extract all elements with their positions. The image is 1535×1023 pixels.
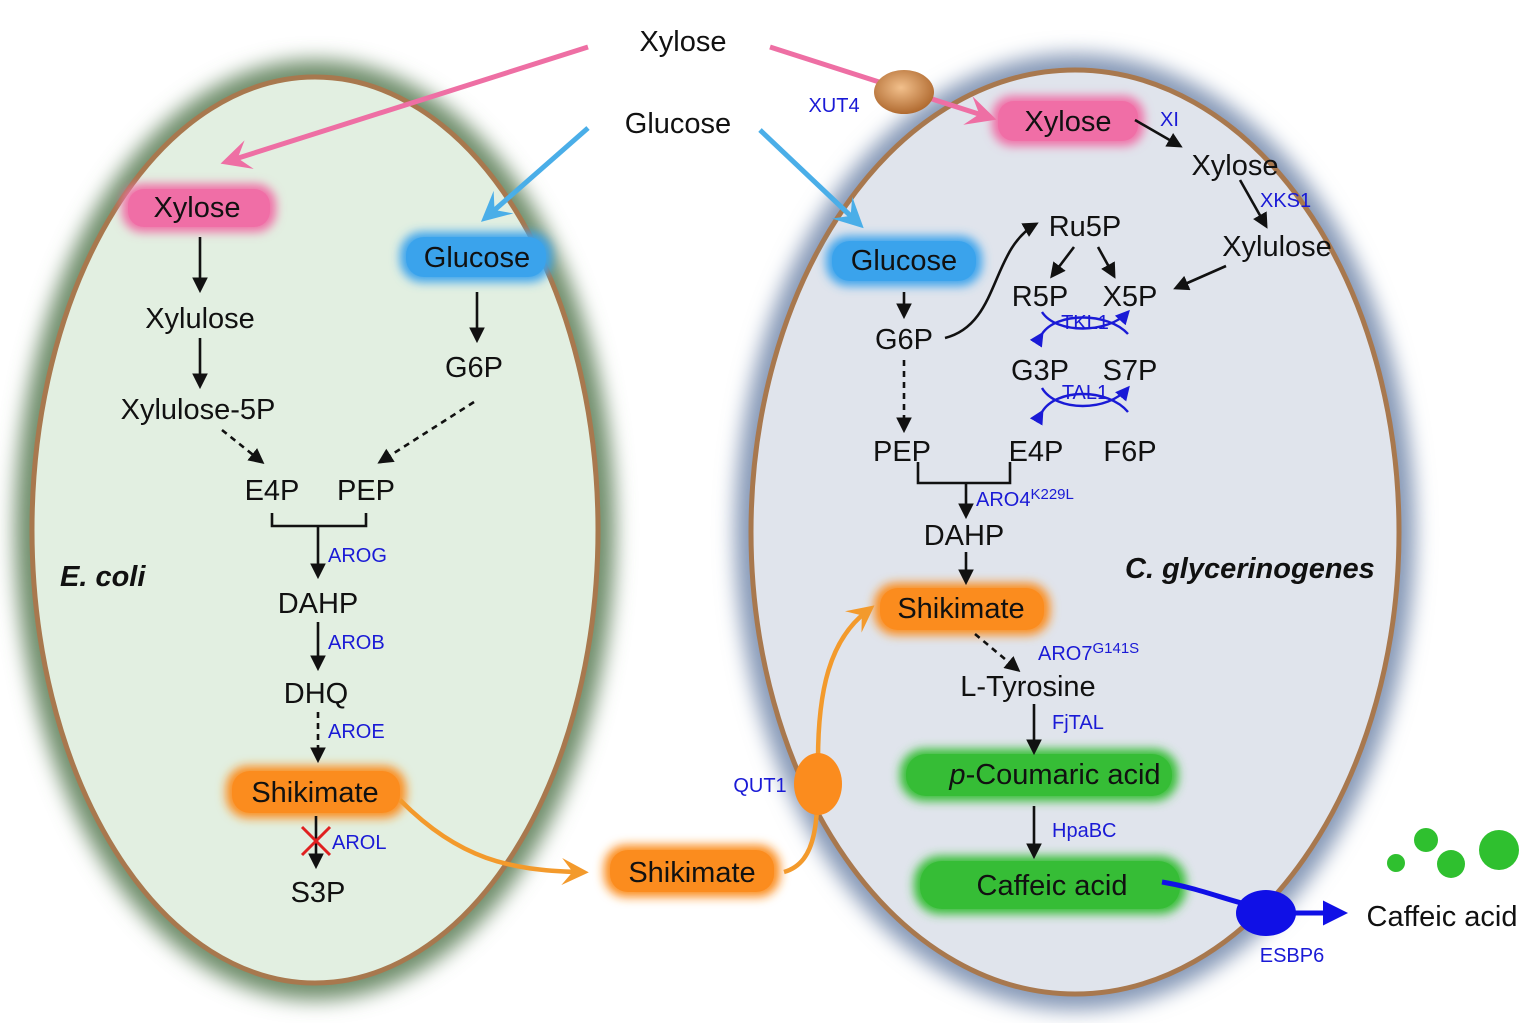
ecoli-dahp-label: DAHP <box>278 588 359 620</box>
ecoli-cell <box>15 60 615 1000</box>
esbp6-transporter-label: ESBP6 <box>1260 945 1324 967</box>
yeast-glucose-pill <box>826 236 982 286</box>
yeast-caffeic-acid-label: Caffeic acid <box>977 870 1128 902</box>
yeast-xylose-pill-label: Xylose <box>1024 106 1111 138</box>
tal1-enzyme-label: TAL1 <box>1062 382 1108 404</box>
yeast-glucose-label: Glucose <box>851 245 957 277</box>
ecoli-xylulose-label: Xylulose <box>145 303 255 335</box>
arob-enzyme-label: AROB <box>328 632 385 654</box>
aro7-enzyme-label: ARO7G141S <box>1038 640 1139 665</box>
xylose-to-yeast-arrow <box>769 44 997 125</box>
xks1-enzyme-label: XKS1 <box>1260 190 1311 212</box>
caffeic-pill <box>914 856 1186 914</box>
yeast-shikimate-label: Shikimate <box>897 593 1024 625</box>
glucose-to-yeast-arrow <box>758 128 864 229</box>
top-labels: Xylose Glucose <box>625 26 731 140</box>
xut4-transporter-label: XUT4 <box>808 95 859 117</box>
aro4-mutation: K229L <box>1030 486 1073 503</box>
ecoli-glucose-label: Glucose <box>424 242 530 274</box>
yeast-pathway-arrows <box>896 118 1268 860</box>
aro4-enzyme-label: ARO4K229L <box>976 486 1074 511</box>
shikimate-export-arrow <box>398 798 589 886</box>
ecoli-labels: Xylose Glucose Xylulose G6P Xylulose-5P … <box>60 192 530 909</box>
aro7-name: ARO7 <box>1038 643 1092 665</box>
yeast-pep-label: PEP <box>873 436 931 468</box>
ecoli-glucose-pill <box>400 232 552 282</box>
yeast-g6p-label: G6P <box>875 324 933 356</box>
exchange-shikimate-pill <box>604 845 780 897</box>
r5p-label: R5P <box>1012 281 1068 313</box>
g3p-label: G3P <box>1011 355 1069 387</box>
ecoli-dhq-label: DHQ <box>284 678 348 710</box>
arog-enzyme-label: AROG <box>328 545 387 567</box>
ecoli-membrane <box>29 74 601 986</box>
yeast-labels: XUT4 Xylose XI Xylose XKS1 Ru5P Xylulose… <box>733 95 1374 967</box>
tkl1-enzyme-label: TKL1 <box>1061 312 1109 334</box>
yeast-shikimate-pill <box>874 583 1050 635</box>
xylose-to-ecoli-arrow <box>220 44 589 169</box>
ecoli-organism-label: E. coli <box>60 561 146 593</box>
ecoli-shikimate-pill <box>226 766 406 818</box>
xi-enzyme-label: XI <box>1160 109 1179 131</box>
yeast-organism-label: C. glycerinogenes <box>1125 553 1375 585</box>
exchange-shikimate-label: Shikimate <box>628 857 755 889</box>
yeast-dahp-label: DAHP <box>924 520 1005 552</box>
pcoumaric-pill <box>900 749 1178 801</box>
qut1-transporter-icon <box>794 753 842 815</box>
f6p-label: F6P <box>1103 436 1156 468</box>
ecoli-pathway-arrows <box>192 237 485 870</box>
top-xylose-label: Xylose <box>639 26 726 58</box>
x5p-label: X5P <box>1103 281 1158 313</box>
yeast-xylulose-label: Xylulose <box>1222 231 1332 263</box>
aro7-mutation: G141S <box>1092 640 1139 657</box>
ecoli-g6p-label: G6P <box>445 352 503 384</box>
arol-enzyme-label: AROL <box>332 832 386 854</box>
pcoumaric-acid-label: p-Coumaric acid <box>948 759 1160 791</box>
ru5p-label: Ru5P <box>1049 211 1122 243</box>
yeast-xylose-pill <box>992 96 1144 146</box>
yeast-xylose-label: Xylose <box>1191 150 1278 182</box>
extracellular-caffeic-acid-label: Caffeic acid <box>1367 901 1518 933</box>
ecoli-xylose-pill <box>122 184 276 232</box>
aro4-name: ARO4 <box>976 489 1030 511</box>
ecoli-e4p-label: E4P <box>245 475 300 507</box>
esbp6-transporter-icon <box>1236 890 1296 936</box>
ecoli-pep-label: PEP <box>337 475 395 507</box>
ecoli-xylose-label: Xylose <box>153 192 240 224</box>
ecoli-xylulose5p-label: Xylulose-5P <box>121 394 276 426</box>
aroe-enzyme-label: AROE <box>328 721 385 743</box>
s7p-label: S7P <box>1103 355 1158 387</box>
xut4-transporter-icon <box>874 70 934 114</box>
ecoli-s3p-label: S3P <box>291 877 346 909</box>
yeast-e4p-label: E4P <box>1009 436 1064 468</box>
glucose-to-ecoli-arrow <box>480 126 590 222</box>
caffeic-acid-dots <box>1387 828 1519 878</box>
ecoli-shikimate-label: Shikimate <box>251 777 378 809</box>
pcoumaric-name: -Coumaric acid <box>966 759 1161 791</box>
tkl1-tal1-reaction-arcs <box>1029 309 1130 426</box>
hpabc-enzyme-label: HpaBC <box>1052 820 1116 842</box>
ltyrosine-label: L-Tyrosine <box>960 671 1095 703</box>
top-glucose-label: Glucose <box>625 108 731 140</box>
arol-knockout-icon <box>300 825 332 857</box>
pcoumaric-prefix: p <box>948 759 965 791</box>
fjtal-enzyme-label: FjTAL <box>1052 712 1104 734</box>
qut1-transporter-label: QUT1 <box>733 775 786 797</box>
